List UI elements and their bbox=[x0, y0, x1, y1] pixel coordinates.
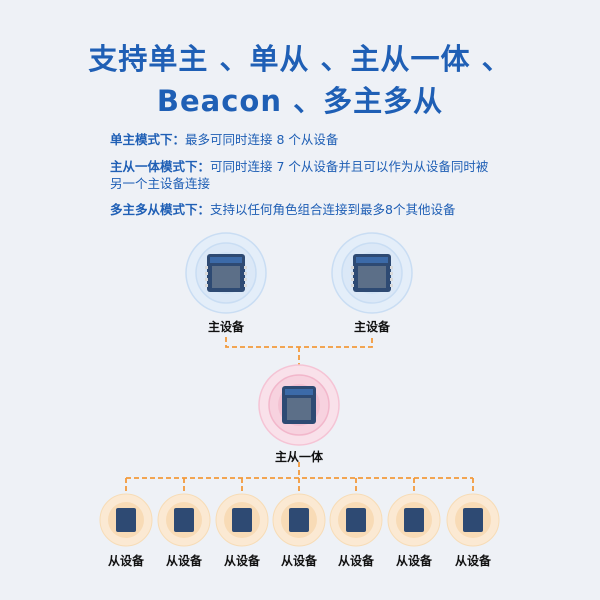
master-label: 主设备 bbox=[353, 320, 390, 334]
slave-device-nodes bbox=[99, 493, 500, 547]
description-label: 多主多从模式下： bbox=[110, 202, 211, 217]
slave-device-node bbox=[272, 493, 326, 547]
slave-device-node bbox=[99, 493, 153, 547]
page-title-line-1: 支持单主 、单从 、主从一体 、 bbox=[88, 42, 512, 76]
slave-label: 从设备 bbox=[107, 554, 144, 568]
master-slave-description: 主从一体模式下：可同时连接 7 个从设备并且可以作为从设备同时被另一个主设备连接 bbox=[110, 158, 500, 192]
master-label: 主设备 bbox=[207, 320, 244, 334]
slave-drop-connectors bbox=[125, 478, 474, 494]
page-title-line-2: Beacon 、多主多从 bbox=[156, 84, 444, 118]
master-device-node bbox=[331, 232, 413, 314]
connector-lines bbox=[125, 337, 474, 494]
slave-label: 从设备 bbox=[280, 554, 317, 568]
hub-device-node bbox=[258, 364, 340, 446]
multi-master-description: 多主多从模式下：支持以任何角色组合连接到最多8个其他设备 bbox=[110, 201, 500, 218]
slave-device-node bbox=[446, 493, 500, 547]
slave-device-node bbox=[329, 493, 383, 547]
slave-device-node bbox=[387, 493, 441, 547]
slave-label: 从设备 bbox=[337, 554, 374, 568]
slave-label: 从设备 bbox=[223, 554, 260, 568]
single-master-description: 单主模式下：最多可同时连接 8 个从设备 bbox=[110, 131, 500, 148]
description-label: 单主模式下： bbox=[110, 132, 186, 147]
description-text: 可同时连接 7 个从设备并且可以作为从设备同时被另一个主设备连接 bbox=[110, 159, 489, 191]
slave-label: 从设备 bbox=[454, 554, 491, 568]
hub-label: 主从一体 bbox=[274, 450, 323, 464]
master-device-node bbox=[185, 232, 267, 314]
slave-label: 从设备 bbox=[165, 554, 202, 568]
description-text: 最多可同时连接 8 个从设备 bbox=[185, 132, 339, 147]
slave-label: 从设备 bbox=[395, 554, 432, 568]
slave-device-node bbox=[215, 493, 269, 547]
description-label: 主从一体模式下： bbox=[110, 159, 211, 174]
slave-device-node bbox=[157, 493, 211, 547]
master-connector bbox=[225, 337, 373, 348]
description-text: 支持以任何角色组合连接到最多8个其他设备 bbox=[210, 202, 456, 217]
